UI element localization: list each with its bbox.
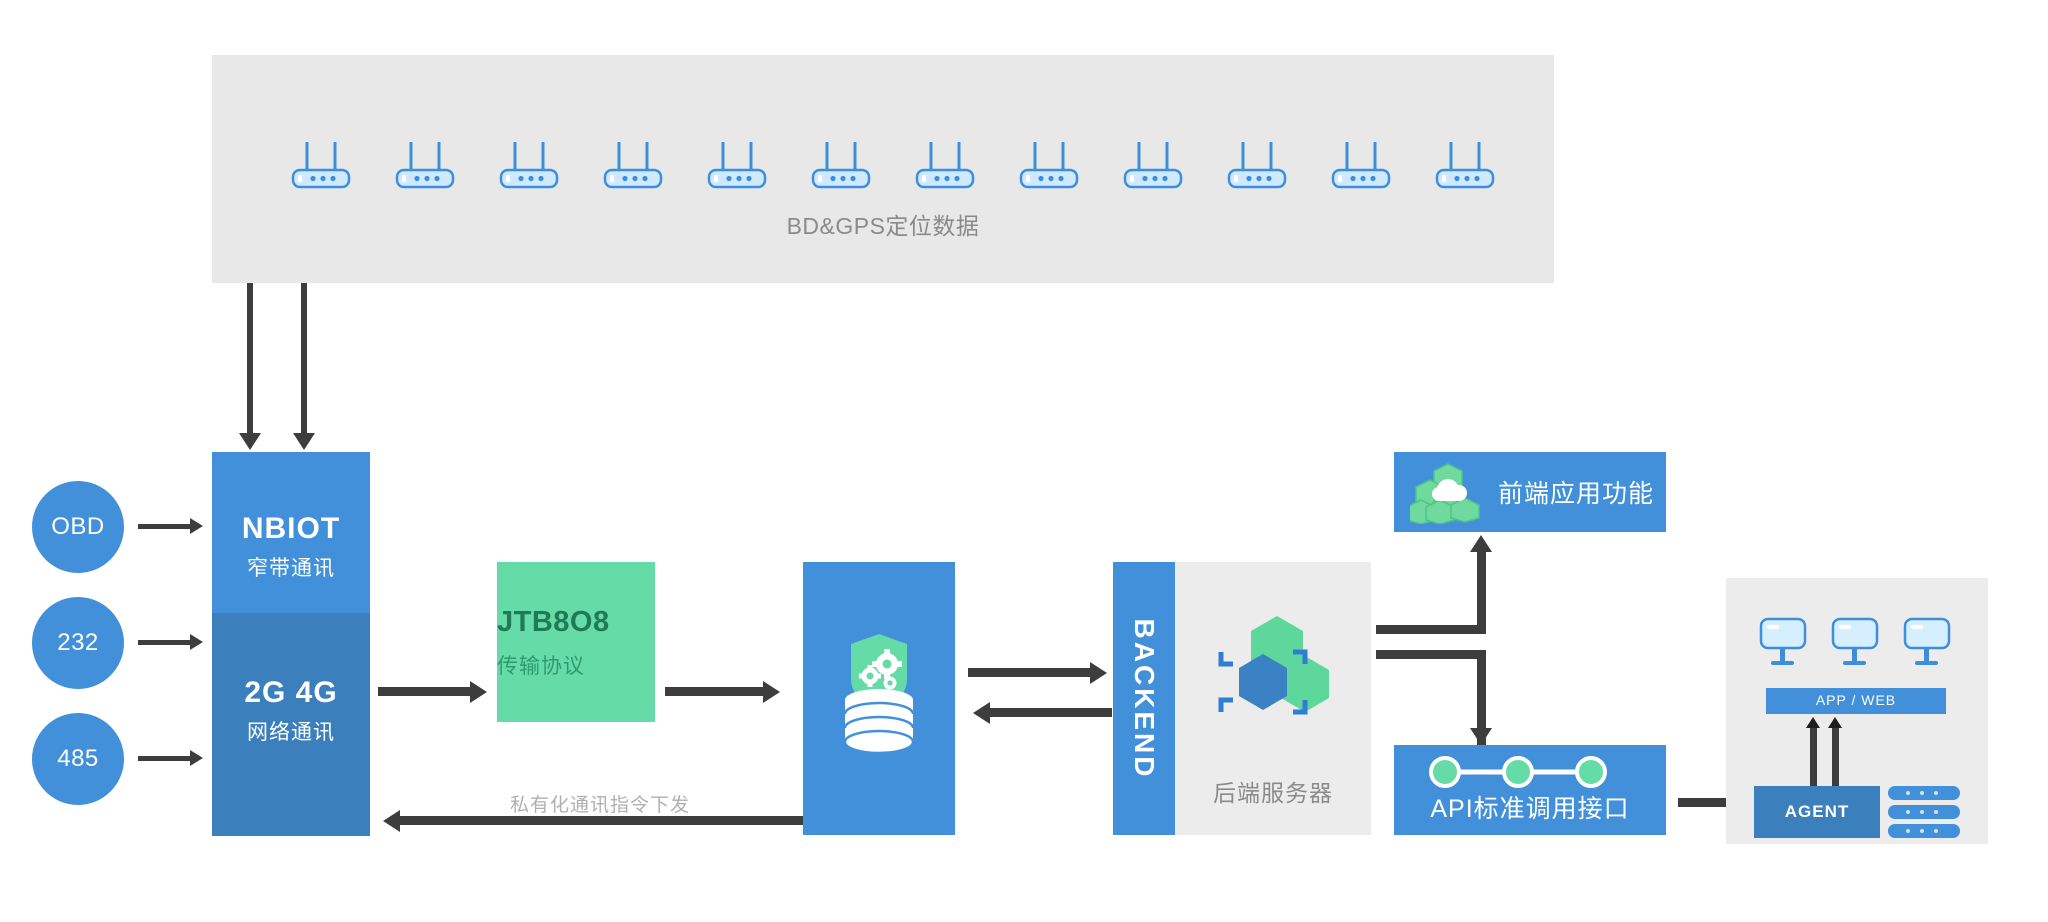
router-icon — [1434, 140, 1496, 192]
client-panel: APP / WEB AGENT — [1726, 578, 1988, 844]
agent-label: AGENT — [1784, 802, 1850, 821]
arrow-backend-to-database-head — [973, 702, 990, 724]
nbiot-subtitle: 窄带通讯 — [247, 557, 335, 580]
arrow-agent-to-appweb-2-head — [1828, 717, 1842, 728]
arrow-485-to-nbiot — [138, 756, 190, 761]
private-command-label: 私有化通讯指令下发 — [509, 795, 690, 816]
arrow-backend-to-database — [990, 708, 1112, 717]
router-icon — [1122, 140, 1184, 192]
frontend-app-label: 前端应用功能 — [1498, 480, 1655, 508]
arrow-gps-to-nbiot-1-head — [239, 433, 261, 450]
arrow-backend-to-api-head — [1470, 728, 1492, 745]
arrow-gps-to-nbiot-2-head — [293, 433, 315, 450]
router-icon — [498, 140, 560, 192]
database-box[interactable] — [803, 562, 955, 835]
node-chain-icon — [1428, 755, 1608, 794]
arrow-private-command-head — [383, 810, 400, 832]
arrow-backend-to-frontend-head — [1470, 535, 1492, 552]
mobile-network-content: 2G 4G 网络通讯 — [212, 676, 370, 746]
arrow-agent-to-appweb-1 — [1810, 728, 1817, 788]
server-rack-icon — [1888, 824, 1960, 838]
arrow-backend-to-frontend-v — [1477, 552, 1486, 634]
monitor-icon — [1830, 616, 1880, 673]
backend-vertical-label: BACKEND — [1129, 618, 1160, 779]
monitor-icon — [1902, 616, 1952, 673]
server-rack-icon — [1888, 786, 1960, 800]
nbiot-section-content: NBIOT 窄带通讯 — [212, 512, 370, 582]
arrow-gps-to-nbiot-1 — [247, 283, 253, 433]
input-node-obd[interactable]: OBD — [32, 481, 124, 573]
frontend-app-box[interactable]: 前端应用功能 — [1394, 452, 1666, 532]
backend-vertical-bar: BACKEND — [1113, 562, 1175, 835]
arrow-backend-to-frontend-h — [1376, 625, 1486, 634]
arrow-obd-to-nbiot-head — [190, 518, 203, 534]
database-shield-gear-icon — [829, 626, 929, 761]
arrow-obd-to-nbiot — [138, 524, 190, 529]
router-icon — [706, 140, 768, 192]
input-node-485-label: 485 — [57, 745, 99, 772]
router-icon — [290, 140, 352, 192]
cloud-cubes-icon — [1406, 462, 1494, 529]
arrow-agent-to-appweb-1-head — [1806, 717, 1820, 728]
router-icon — [1330, 140, 1392, 192]
arrow-private-command — [400, 816, 803, 825]
arrow-database-to-backend-head — [1090, 662, 1107, 684]
protocol-title: JTB8O8 — [497, 606, 610, 638]
router-icon — [810, 140, 872, 192]
backend-label: 后端服务器 — [1213, 780, 1333, 806]
backend-server-box[interactable]: BACKEND 后端服务器 — [1113, 562, 1371, 835]
arrow-api-to-agent — [1678, 798, 1736, 807]
arrow-backend-to-api-v — [1477, 650, 1486, 745]
app-web-bar[interactable]: APP / WEB — [1766, 688, 1946, 714]
agent-box[interactable]: AGENT — [1754, 786, 1880, 838]
router-icon — [1226, 140, 1288, 192]
mobile-network-subtitle: 网络通讯 — [247, 721, 335, 744]
router-icon — [914, 140, 976, 192]
app-web-label: APP / WEB — [1815, 692, 1897, 708]
arrow-232-to-nbiot-head — [190, 634, 203, 650]
hexagon-cluster-icon — [1205, 606, 1335, 741]
nbiot-title: NBIOT — [241, 512, 341, 545]
arrow-485-to-nbiot-head — [190, 750, 203, 766]
api-interface-box[interactable]: API标准调用接口 — [1394, 745, 1666, 835]
input-node-232[interactable]: 232 — [32, 597, 124, 689]
router-icon — [394, 140, 456, 192]
arrow-comm-to-protocol-head — [470, 681, 487, 703]
communication-module[interactable]: NBIOT 窄带通讯 2G 4G 网络通讯 — [212, 452, 370, 836]
input-node-232-label: 232 — [57, 629, 99, 656]
arrow-database-to-backend — [968, 668, 1090, 677]
nbiot-section[interactable]: NBIOT 窄带通讯 — [212, 452, 370, 613]
mobile-network-section[interactable]: 2G 4G 网络通讯 — [212, 613, 370, 836]
gps-band-label: BD&GPS定位数据 — [786, 213, 980, 239]
api-interface-label: API标准调用接口 — [1430, 795, 1630, 823]
arrow-protocol-to-database-head — [763, 681, 780, 703]
protocol-subtitle: 传输协议 — [497, 655, 585, 678]
arrow-gps-to-nbiot-2 — [301, 283, 307, 433]
arrow-232-to-nbiot — [138, 640, 190, 645]
input-node-485[interactable]: 485 — [32, 713, 124, 805]
arrow-comm-to-protocol — [378, 687, 470, 696]
protocol-box[interactable]: JTB8O8 传输协议 — [497, 562, 655, 722]
router-icon — [1018, 140, 1080, 192]
router-icon — [602, 140, 664, 192]
server-rack-icon — [1888, 805, 1960, 819]
arrow-protocol-to-database — [665, 687, 763, 696]
monitor-icon — [1758, 616, 1808, 673]
arrow-backend-to-api-h — [1376, 650, 1486, 659]
input-node-obd-label: OBD — [51, 513, 105, 540]
arrow-agent-to-appweb-2 — [1832, 728, 1839, 788]
mobile-network-title: 2G 4G — [244, 676, 338, 709]
